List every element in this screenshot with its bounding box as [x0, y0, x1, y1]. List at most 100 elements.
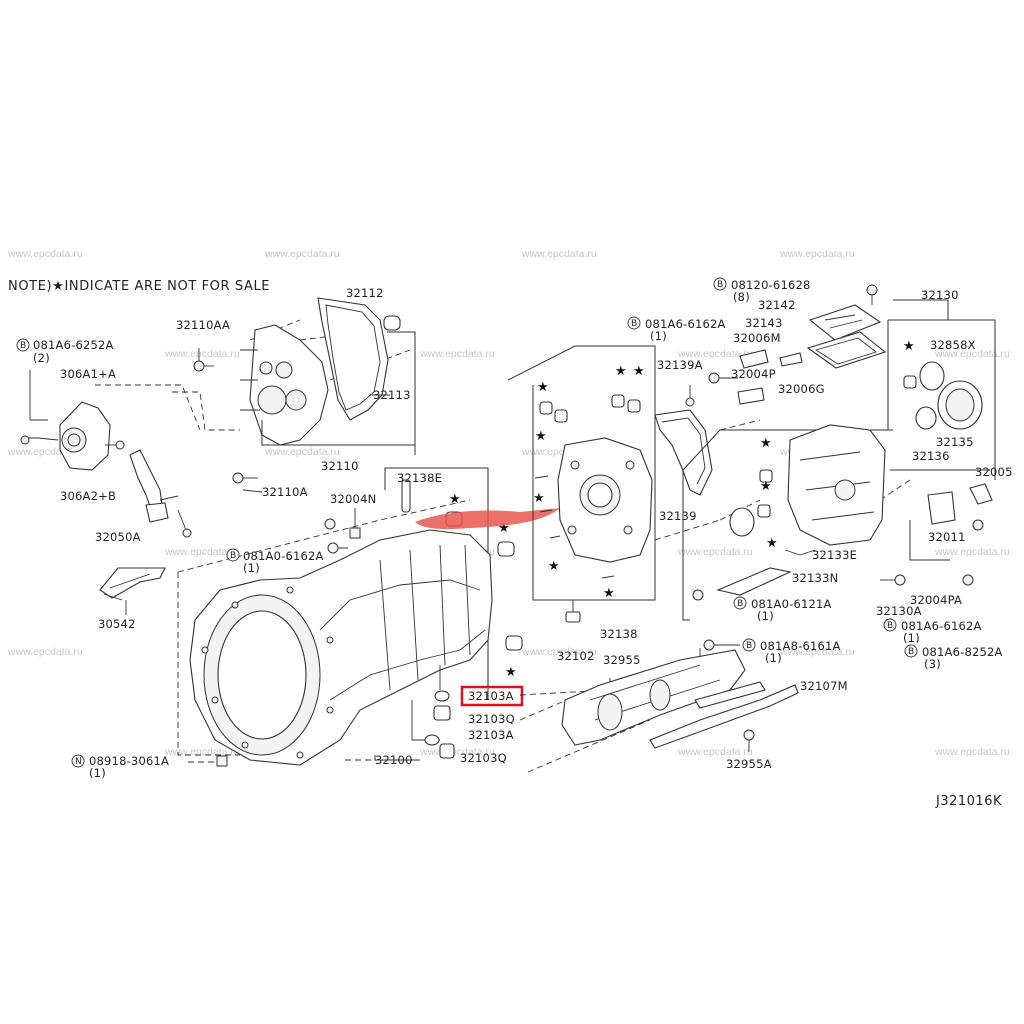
watermark: www.epcdata.ru [264, 248, 340, 260]
label-32103A-highlighted[interactable]: 32103A [468, 689, 514, 703]
label-32133E: 32133E [812, 548, 857, 562]
label-32107M: 32107M [800, 679, 848, 693]
label-32133N: 32133N [792, 571, 838, 585]
not-for-sale-star: ★ [760, 436, 772, 451]
plate-32107M-drawing [649, 684, 799, 749]
label-30542: 30542 [98, 617, 136, 631]
label-081A8-6161A: 081A8-6161A [760, 639, 841, 653]
transmission-case-32100 [177, 467, 523, 767]
label-08120-61628: 08120-61628 [731, 278, 811, 292]
label-32142: 32142 [758, 298, 796, 312]
label-32110A: 32110A [262, 485, 308, 499]
label-32110: 32110 [321, 459, 359, 473]
label-32103A: 32103A [468, 728, 514, 742]
watermark: www.epcdata.ru [934, 746, 1010, 758]
not-for-sale-star: ★ [903, 339, 915, 354]
bracket-32133N-drawing [716, 567, 792, 596]
watermark: www.epcdata.ru [419, 746, 495, 758]
label-qty-1: (1) [765, 651, 782, 665]
label-32006M: 32006M [733, 331, 781, 345]
fork-drawing [129, 449, 163, 513]
label-32139: 32139 [659, 509, 697, 523]
watermark: www.epcdata.ru [677, 746, 753, 758]
label-32004PA: 32004PA [910, 593, 962, 607]
watermark: www.epcdata.ru [934, 348, 1010, 360]
watermark: www.epcdata.ru [677, 348, 753, 360]
label-32011: 32011 [928, 530, 966, 544]
watermark: www.epcdata.ru [779, 646, 855, 658]
brand-logo-watermark [415, 508, 560, 530]
sensor-32005-drawing [969, 483, 993, 505]
label-081A6-6252A: 081A6-6252A [33, 338, 114, 352]
highlight-box[interactable] [460, 685, 524, 707]
under-cover-32955 [519, 639, 799, 773]
label-32955: 32955 [603, 653, 641, 667]
bolt-prefix-B: B [230, 551, 236, 561]
label-32139A: 32139A [657, 358, 703, 372]
label-32130: 32130 [921, 288, 959, 302]
watermark: www.epcdata.ru [7, 646, 83, 658]
label-32110AA: 32110AA [176, 318, 230, 332]
not-for-sale-star: ★ [498, 521, 510, 536]
not-for-sale-star: ★ [449, 492, 461, 507]
bolt-prefix-B: B [908, 647, 914, 657]
bracket-32011-drawing [927, 491, 956, 525]
bushing-32858X-drawing [919, 361, 945, 391]
plug-32103Q-drawing [433, 705, 451, 721]
gasket-32143-drawing [806, 331, 887, 369]
bolt-prefix-B: B [717, 280, 723, 290]
label-32955A: 32955A [726, 757, 772, 771]
label-32138: 32138 [600, 627, 638, 641]
label-32103Q: 32103Q [460, 751, 507, 765]
label-081A6-6162A-right: 081A6-6162A [901, 619, 982, 633]
bolt-prefix-B: B [631, 319, 637, 329]
label-32143: 32143 [745, 316, 783, 330]
washer-32103A-drawing [434, 690, 450, 702]
label-32103Q: 32103Q [468, 712, 515, 726]
label-qty-1: (1) [650, 329, 667, 343]
label-32136: 32136 [912, 449, 950, 463]
bolt-prefix-N: N [75, 757, 82, 767]
watermark: www.epcdata.ru [521, 646, 597, 658]
not-for-sale-star: ★ [603, 586, 615, 601]
label-32100: 32100 [375, 753, 413, 767]
label-32135: 32135 [936, 435, 974, 449]
not-for-sale-note: NOTE)★INDICATE ARE NOT FOR SALE [8, 279, 270, 294]
label-32005: 32005 [975, 465, 1013, 479]
label-306A2B: 306A2+B [60, 489, 116, 503]
label-qty-3: (3) [924, 657, 941, 671]
cover-plate-drawing [249, 324, 329, 446]
switch-32006M-drawing [739, 349, 769, 369]
dust-cover-drawing [99, 567, 166, 599]
watermark: www.epcdata.ru [779, 248, 855, 260]
not-for-sale-star: ★ [760, 479, 772, 494]
not-for-sale-star: ★ [535, 429, 547, 444]
label-081A6-6162A-top: 081A6-6162A [645, 317, 726, 331]
not-for-sale-star: ★ [633, 364, 645, 379]
bolt-prefix-B: B [887, 621, 893, 631]
label-qty-8: (8) [733, 290, 750, 304]
label-32006G: 32006G [778, 382, 825, 396]
label-32004P: 32004P [731, 367, 776, 381]
adapter-plate-32138 [507, 345, 761, 721]
cover-assembly-32110 [172, 297, 416, 493]
label-qty-1: (1) [757, 609, 774, 623]
watermark: www.epcdata.ru [934, 546, 1010, 558]
bolt-prefix-B: B [737, 599, 743, 609]
diagram-reference-code: J321016K [935, 794, 1002, 809]
label-32102: 32102 [557, 649, 595, 663]
bolt-prefix-B: B [746, 641, 752, 651]
release-parts: B [16, 338, 201, 615]
seal-32113-drawing [383, 315, 401, 331]
label-081A0-6121A: 081A0-6121A [751, 597, 832, 611]
bolt-prefix-B: B [20, 341, 26, 351]
label-32138E: 32138E [397, 471, 442, 485]
not-for-sale-star: ★ [533, 491, 545, 506]
label-081A0-6162A: 081A0-6162A [243, 549, 324, 563]
watermark: www.epcdata.ru [7, 248, 83, 260]
label-08918-3061A: 08918-3061A [89, 754, 169, 768]
top-cover-32142-drawing [808, 304, 882, 341]
label-qty-1: (1) [89, 766, 106, 780]
